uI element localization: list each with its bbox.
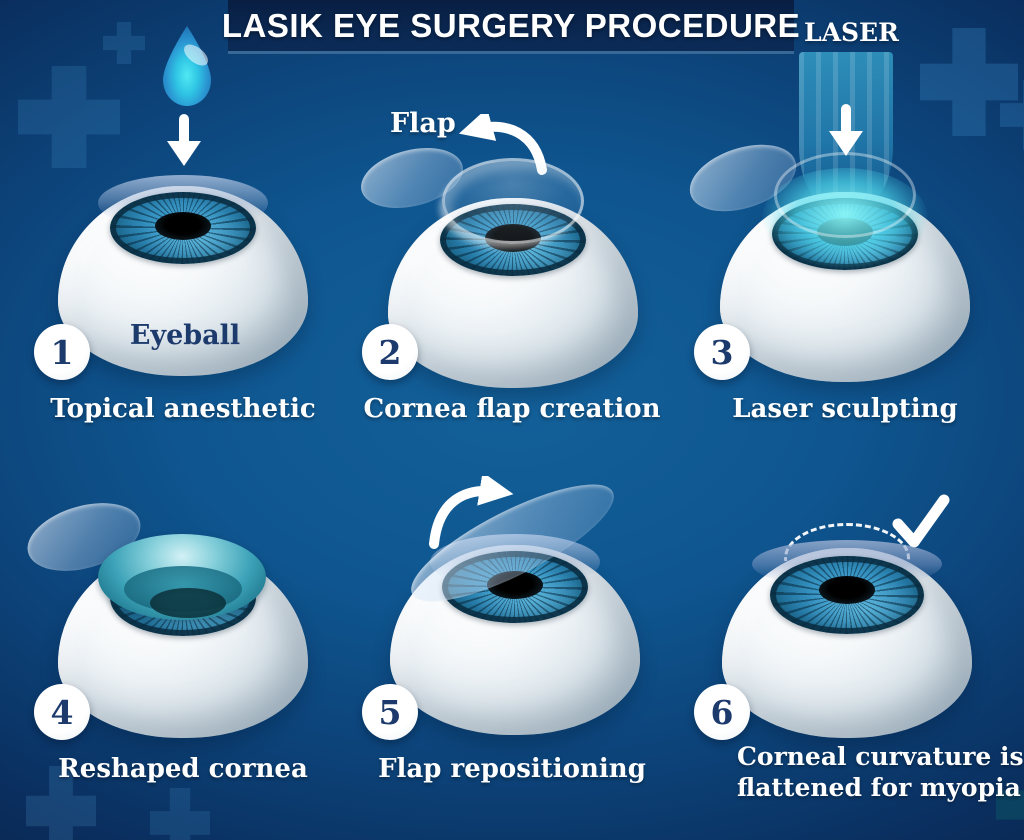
eyeball-illustration-step2 xyxy=(388,158,638,388)
pupil xyxy=(819,576,875,604)
page-title: LASIK EYE SURGERY PROCEDURE xyxy=(221,6,801,44)
step-caption-6: Corneal curvature is flattened for myopi… xyxy=(737,742,1024,802)
curved-arrow-right-icon xyxy=(429,476,514,549)
lifted-cornea-dome xyxy=(442,158,584,244)
lifted-cornea-dome xyxy=(774,152,916,238)
step-badge-2: 2 xyxy=(362,324,418,380)
eyeball-illustration-step4 xyxy=(58,534,308,738)
laser-label: LASER xyxy=(804,18,899,47)
medical-cross-icon xyxy=(150,788,210,840)
checkmark-icon xyxy=(892,494,950,548)
down-arrow-icon xyxy=(167,114,201,166)
step-caption-1: Topical anesthetic xyxy=(50,394,316,424)
step-caption-4: Reshaped cornea xyxy=(58,754,308,784)
step-number: 4 xyxy=(50,692,74,732)
pupil xyxy=(155,212,211,240)
title-band: LASIK EYE SURGERY PROCEDURE xyxy=(222,0,800,54)
step-number: 5 xyxy=(378,692,402,732)
eye-drop-icon xyxy=(163,26,211,106)
pupil xyxy=(150,588,226,618)
curved-arrow-left-icon xyxy=(458,114,547,175)
step-number: 2 xyxy=(378,332,402,372)
step-badge-4: 4 xyxy=(34,684,90,740)
step-caption-3: Laser sculpting xyxy=(732,394,958,424)
flap-label: Flap xyxy=(390,108,456,139)
step-number: 3 xyxy=(710,332,734,372)
down-arrow-icon xyxy=(829,104,863,156)
step-number: 6 xyxy=(710,692,734,732)
step-caption-2: Cornea flap creation xyxy=(363,394,661,424)
eyeball-illustration-step1 xyxy=(58,175,308,376)
eyeball-illustration-step6 xyxy=(722,540,972,738)
medical-cross-icon xyxy=(18,66,120,168)
step-badge-1: 1 xyxy=(34,324,90,380)
previous-curvature-dashed-outline xyxy=(784,523,910,561)
step-badge-3: 3 xyxy=(694,324,750,380)
eyeball-label: Eyeball xyxy=(129,320,241,351)
step-caption-5: Flap repositioning xyxy=(378,754,646,784)
step-badge-5: 5 xyxy=(362,684,418,740)
eyeball-illustration-step5 xyxy=(390,463,640,735)
medical-cross-icon xyxy=(103,22,145,64)
step-badge-6: 6 xyxy=(694,684,750,740)
eyeball-illustration-step3 xyxy=(720,152,970,382)
step-number: 1 xyxy=(50,332,74,372)
